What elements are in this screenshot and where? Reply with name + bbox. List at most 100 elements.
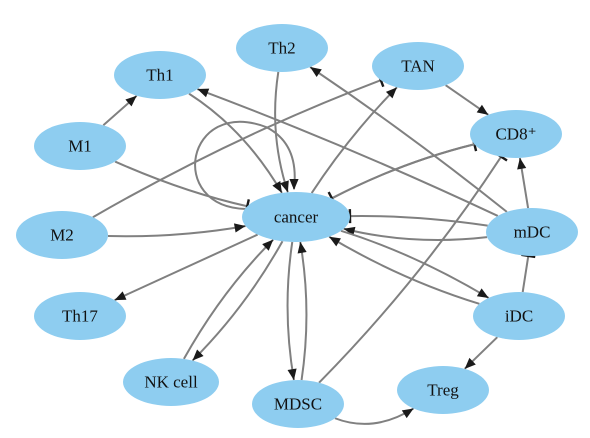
node-label: Th1 (146, 66, 173, 85)
node-m2: M2 (16, 211, 108, 259)
node-idc: iDC (473, 292, 565, 340)
node-label: Th17 (62, 307, 98, 326)
edge-mdsc-to-cd8-inhibits (318, 151, 508, 384)
edge-cancer-to-cancer-activates (194, 120, 299, 210)
node-ellipse (236, 24, 328, 72)
edge-m1-to-th1-activates (102, 94, 138, 127)
node-label: mDC (514, 223, 551, 242)
edge-nk-to-cancer-activates (183, 238, 274, 360)
edge-line (318, 156, 502, 384)
edge-line (521, 255, 530, 293)
edge-mdc-to-th1-activates (196, 88, 499, 217)
arrow-head (297, 241, 307, 254)
node-label: NK cell (144, 373, 198, 392)
node-label: Th2 (268, 39, 295, 58)
edge-line (107, 225, 246, 238)
node-label: TAN (401, 57, 435, 76)
edge-line (309, 66, 508, 213)
edge-m2-to-cancer-activates (107, 223, 246, 238)
edge-line (194, 120, 296, 210)
edge-th2-to-cancer-activates (274, 71, 289, 193)
node-label: MDSC (274, 395, 322, 414)
edge-mdsc-to-treg-activates (334, 407, 415, 425)
edge-line (188, 92, 283, 194)
arrow-head (401, 408, 414, 419)
edge-mdc-to-cancer-inhibits (348, 209, 488, 227)
edge-line (114, 233, 259, 302)
node-ellipse (486, 208, 578, 256)
edge-line (191, 240, 284, 362)
node-m1: M1 (34, 122, 126, 170)
edge-line (114, 160, 248, 208)
node-ellipse (252, 380, 344, 428)
node-ellipse (473, 292, 565, 340)
arrow-head (262, 239, 274, 251)
arrow-head (114, 291, 127, 301)
node-ellipse (16, 211, 108, 259)
edge-mdsc-to-cancer-activates (297, 241, 308, 381)
edge-line (334, 407, 415, 425)
node-ellipse (397, 366, 489, 414)
arrow-head (464, 357, 476, 369)
arrow-head (385, 87, 397, 99)
edge-cancer-to-idc-activates (340, 229, 490, 299)
arrow-head (289, 179, 299, 190)
edge-idc-to-treg-activates (464, 336, 498, 370)
edge-line (310, 86, 398, 194)
edge-idc-to-cancer-activates (328, 235, 480, 305)
arrow-head (476, 104, 489, 115)
node-ellipse (34, 292, 126, 340)
edge-tan-to-cd8-activates (445, 84, 489, 116)
node-ellipse (470, 110, 562, 158)
edge-th1-to-cancer-activates (188, 92, 283, 194)
edge-line (299, 241, 308, 381)
node-th1: Th1 (114, 51, 206, 99)
node-label: M1 (68, 137, 92, 156)
node-mdsc: MDSC (252, 380, 344, 428)
edge-mdc-to-th2-activates (309, 66, 508, 213)
node-ellipse (242, 192, 350, 242)
node-label: cancer (274, 208, 319, 227)
node-th17: Th17 (34, 292, 126, 340)
edge-line (331, 143, 475, 200)
arrow-head (272, 181, 282, 193)
arrow-head (125, 95, 137, 107)
node-label: CD8⁺ (495, 125, 536, 144)
arrow-head (329, 236, 341, 247)
edge-cancer-to-nk-activates (191, 240, 284, 362)
edge-line (349, 215, 488, 227)
edge-idc-to-mdc-inhibits (521, 253, 536, 293)
arrow-head (310, 67, 322, 77)
node-cd8: CD8⁺ (470, 110, 562, 158)
edge-line (274, 71, 289, 193)
edge-cancer-to-mdsc-activates (286, 241, 297, 381)
edge-line (196, 88, 499, 217)
edge-line (340, 229, 490, 299)
edge-cancer-to-th17-activates (114, 233, 259, 302)
edge-cancer-to-cd8-inhibits (331, 137, 478, 200)
node-ellipse (34, 122, 126, 170)
node-label: Treg (427, 381, 459, 400)
node-ellipse (114, 51, 206, 99)
edge-line (183, 238, 274, 360)
arrow-head (476, 288, 489, 298)
arrow-head (280, 180, 289, 193)
arrow-head (197, 88, 210, 98)
edge-line (328, 235, 480, 305)
edge-line (92, 79, 382, 219)
arrow-head (192, 349, 204, 361)
edge-cancer-to-tan-activates (310, 86, 398, 194)
arrow-head (233, 223, 246, 233)
node-label: M2 (50, 226, 74, 245)
edges-layer (92, 66, 536, 425)
node-cancer: cancer (242, 192, 350, 242)
node-nk: NK cell (123, 358, 219, 406)
node-ellipse (372, 42, 464, 90)
edge-mdc-to-cd8-activates (517, 157, 530, 209)
edge-line (343, 227, 488, 242)
node-treg: Treg (397, 366, 489, 414)
node-tan: TAN (372, 42, 464, 90)
node-mdc: mDC (486, 208, 578, 256)
